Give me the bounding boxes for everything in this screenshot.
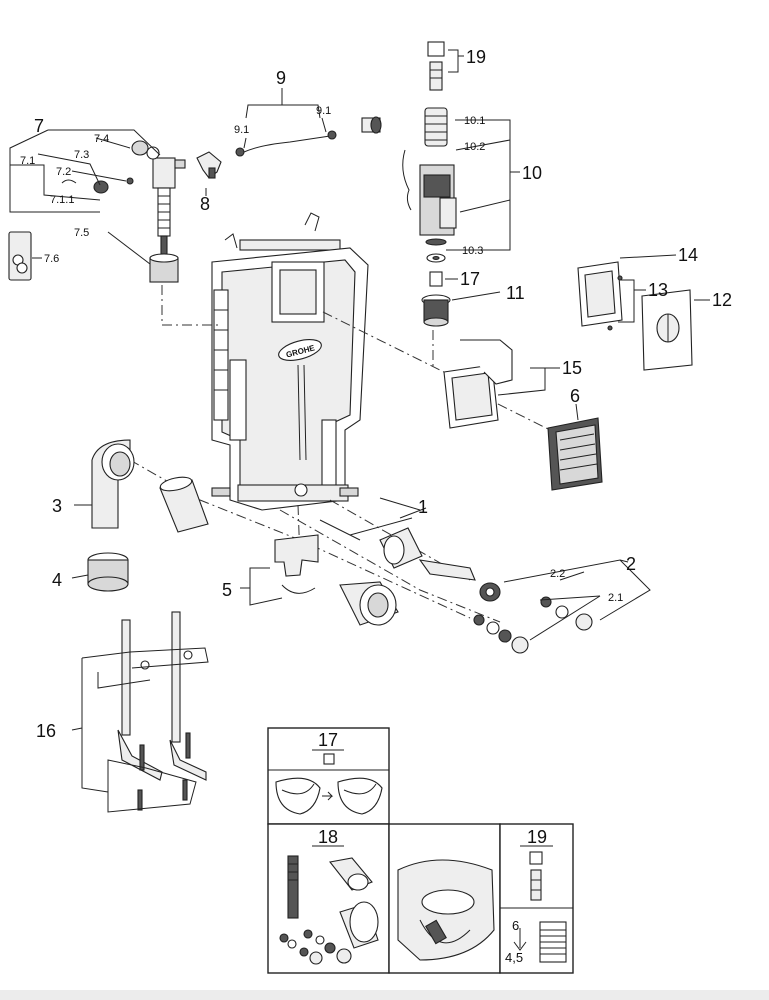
item-2-hardware: [473, 596, 593, 654]
item-12-plate: [641, 289, 693, 371]
callout-7-4: 7.4: [94, 133, 109, 145]
panel-17-title: 17: [318, 730, 338, 750]
fill-valve-group: [8, 140, 186, 283]
panel-19-dim-bottom: 4,5: [505, 950, 523, 965]
item-11-part: [421, 294, 451, 327]
callout-7: 7: [34, 116, 44, 136]
callout-12: 12: [712, 290, 732, 310]
bottom-strip: [0, 990, 769, 1000]
callout-3: 3: [52, 496, 62, 516]
panel-19-title: 19: [527, 827, 547, 847]
item-3-elbow: [91, 439, 135, 529]
callout-7-1-1: 7.1.1: [50, 194, 74, 206]
callout-7-3: 7.3: [74, 149, 89, 161]
callout-14: 14: [678, 245, 698, 265]
callout-16: 16: [36, 721, 56, 741]
callout-7-2: 7.2: [56, 166, 71, 178]
item-5-bracket: [274, 534, 319, 594]
callout-2-2: 2.2: [550, 568, 565, 580]
callout-13: 13: [648, 280, 668, 300]
item-14-13-frame: [577, 261, 623, 331]
callout-1: 1: [418, 497, 428, 517]
callout-8: 8: [200, 194, 210, 214]
callout-7-1: 7.1: [20, 155, 35, 167]
callout-4: 4: [52, 570, 62, 590]
callout-11: 11: [506, 283, 525, 303]
callout-17: 17: [460, 269, 480, 289]
hose-part-9: [235, 116, 382, 157]
callout-10-2: 10.2: [464, 141, 485, 153]
item-19-top-part: [427, 41, 445, 91]
item-1-parts: [319, 497, 501, 626]
callout-15: 15: [562, 358, 582, 378]
callout-2-1: 2.1: [608, 592, 623, 604]
item-4-ring: [87, 552, 129, 592]
bracket-part-8: [196, 151, 222, 179]
item-17-part: [429, 271, 443, 287]
callout-labels: 1 2 2.1 2.2 3 4 5 6 7 7.1 7.1.1 7.2 7.3 …: [20, 47, 732, 965]
item-6-box: [547, 417, 603, 491]
callout-5: 5: [222, 580, 232, 600]
callout-7-5: 7.5: [74, 227, 89, 239]
callout-19-top: 19: [466, 47, 486, 67]
callout-9-1-right: 9.1: [316, 105, 331, 117]
callout-10: 10: [522, 163, 542, 183]
connector-sleeve: [159, 476, 209, 533]
callout-9-1-left: 9.1: [234, 124, 249, 136]
callout-2: 2: [626, 554, 636, 574]
callout-10-1: 10.1: [464, 115, 485, 127]
callout-7-6: 7.6: [44, 253, 59, 265]
instruction-panels: [267, 727, 574, 974]
installation-frame: GROHE: [211, 212, 369, 511]
flush-valve-part-10: [402, 107, 457, 263]
panel-19-dim-top: 6: [512, 918, 519, 933]
callout-9: 9: [276, 68, 286, 88]
item-15-part: [443, 339, 513, 429]
panel-18-title: 18: [318, 827, 338, 847]
item-16-feet: [117, 611, 207, 811]
callout-6: 6: [570, 386, 580, 406]
callout-10-3: 10.3: [462, 245, 483, 257]
